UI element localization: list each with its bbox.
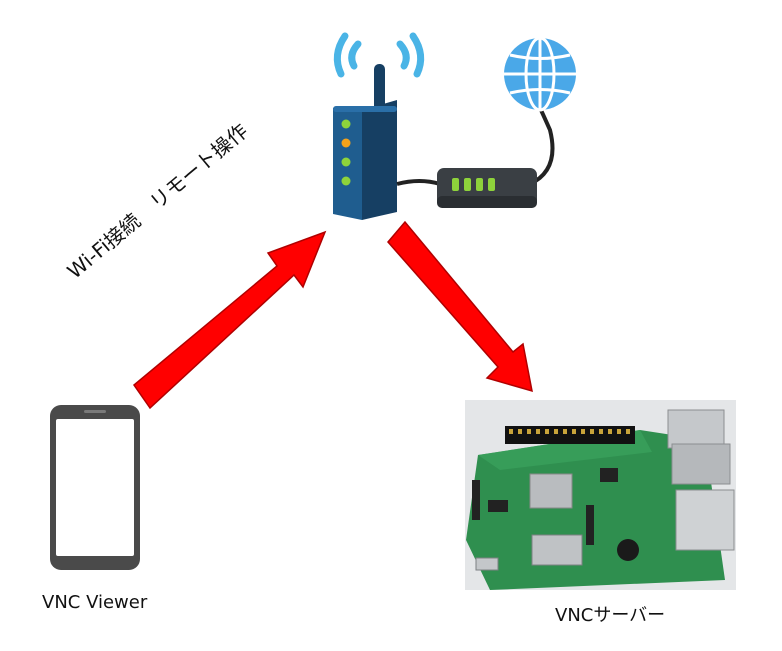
smartphone-icon — [50, 405, 140, 570]
wifi-router-icon — [333, 64, 397, 220]
router-led-3 — [341, 157, 351, 167]
wifi-signal-icon — [333, 32, 425, 78]
globe-icon — [504, 36, 576, 112]
network-cable — [396, 107, 555, 186]
router-led-2 — [341, 138, 351, 148]
arrow-phone-to-router — [132, 230, 327, 410]
router-led-4 — [341, 176, 351, 186]
modem-icon — [437, 168, 537, 208]
arrow-router-to-server — [387, 220, 533, 393]
vnc-server-label: VNCサーバー — [555, 605, 666, 626]
raspberry-pi-board — [465, 400, 736, 590]
vnc-viewer-label: VNC Viewer — [42, 592, 148, 613]
router-led-1 — [341, 119, 351, 129]
